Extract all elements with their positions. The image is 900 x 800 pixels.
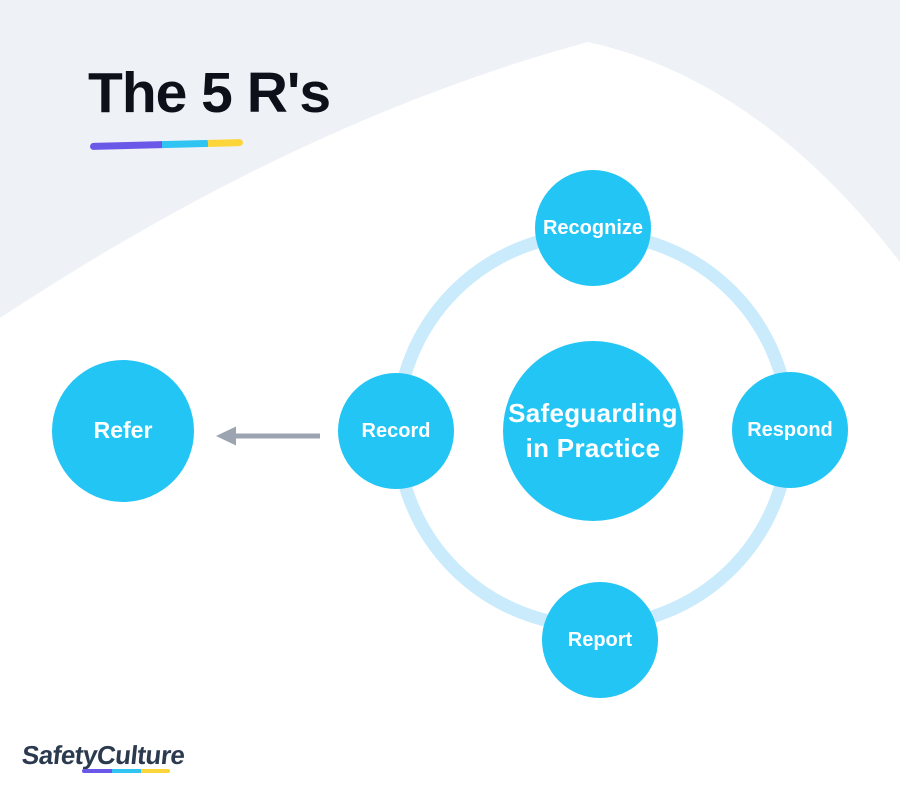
brand-underline-accent [82, 769, 170, 773]
arrow-record-to-refer-head [216, 426, 236, 446]
node-respond-label: Respond [747, 418, 833, 441]
node-safeguarding-label-line2: in Practice [525, 433, 661, 463]
node-refer: Refer [52, 360, 194, 502]
node-refer-label: Refer [93, 417, 153, 444]
node-recognize: Recognize [535, 170, 651, 286]
node-recognize-label: Recognize [542, 216, 644, 239]
node-safeguarding-label: Safeguarding in Practice [508, 396, 678, 466]
brand-logo: SafetyCulture [20, 740, 192, 780]
page-title: The 5 R's [88, 61, 331, 125]
brand-wordmark: SafetyCulture [20, 740, 187, 770]
node-safeguarding-in-practice: Safeguarding in Practice [503, 341, 683, 521]
node-safeguarding-label-line1: Safeguarding [508, 397, 678, 428]
node-record: Record [338, 373, 454, 489]
node-record-label: Record [361, 419, 431, 442]
node-report-label: Report [567, 628, 633, 651]
node-respond: Respond [732, 372, 848, 488]
node-report: Report [542, 582, 658, 698]
